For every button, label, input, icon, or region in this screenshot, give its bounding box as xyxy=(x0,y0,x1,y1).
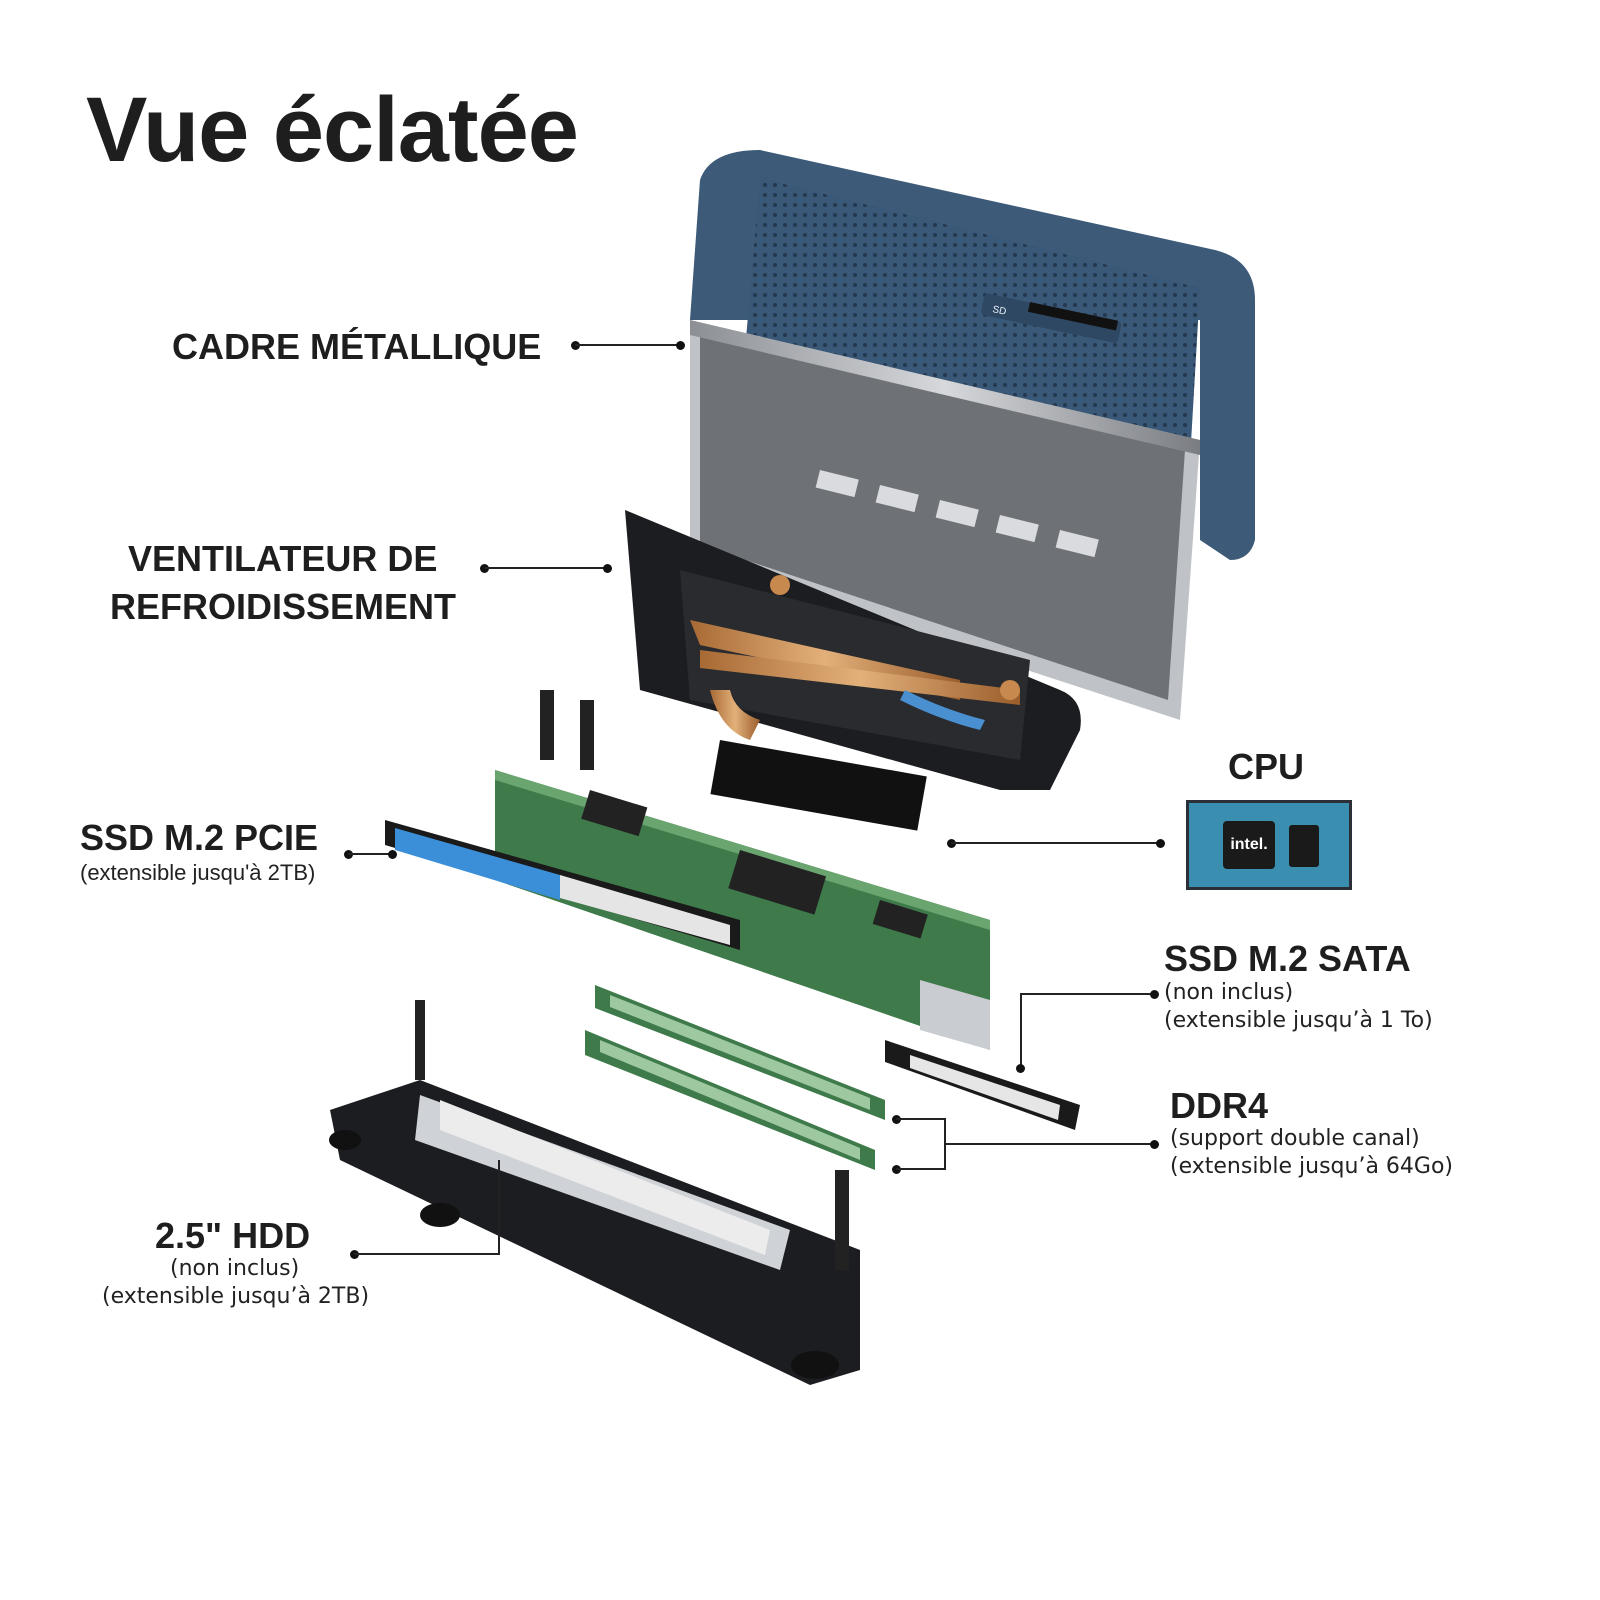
callout-dot xyxy=(1016,1064,1025,1073)
callout-line xyxy=(1020,993,1154,995)
ssd-pcie-module xyxy=(385,820,740,950)
metal-case: SD xyxy=(690,150,1255,720)
callout-line xyxy=(896,1118,946,1120)
callout-cpu-label: CPU xyxy=(1228,746,1305,787)
callout-dot xyxy=(603,564,612,573)
callout-line xyxy=(1020,993,1022,1068)
callout-dot xyxy=(388,850,397,859)
callout-dot xyxy=(1150,990,1159,999)
cpu-die-secondary xyxy=(1289,825,1319,867)
callout-ddr4-label: DDR4 xyxy=(1170,1085,1269,1126)
sd-slot-icon: SD xyxy=(991,304,1007,318)
callout-line xyxy=(944,1143,1154,1145)
callout-ssd-sata-note-2: (extensible jusqu’à 1 To) xyxy=(1164,1008,1433,1033)
page-title: Vue éclatée xyxy=(86,79,579,181)
callout-ddr4-note-2: (extensible jusqu’à 64Go) xyxy=(1170,1154,1454,1179)
callout-ssd-pcie-note: (extensible jusqu'à 2TB) xyxy=(80,860,316,885)
callout-line xyxy=(354,1253,500,1255)
callout-fan-label-1: VENTILATEUR DE xyxy=(128,538,438,579)
callout-ssd-sata-label: SSD M.2 SATA xyxy=(1164,938,1411,979)
intel-logo: intel. xyxy=(1230,836,1268,853)
callout-frame-label: CADRE MÉTALLIQUE xyxy=(172,326,542,367)
bottom-plate-hdd xyxy=(329,1000,860,1385)
callout-fan-label-2: REFROIDISSEMENT xyxy=(110,586,457,627)
ddr4-modules xyxy=(585,985,885,1170)
callout-line xyxy=(348,853,392,855)
callout-line xyxy=(575,344,680,346)
callout-ssd-sata-note-1: (non inclus) xyxy=(1164,980,1294,1005)
cpu-die-main: intel. xyxy=(1223,821,1275,869)
callout-line xyxy=(498,1160,500,1255)
callout-ddr4-note-1: (support double canal) xyxy=(1170,1126,1420,1151)
callout-line xyxy=(896,1168,946,1170)
cooling-fan xyxy=(625,510,1081,831)
callout-line xyxy=(484,567,608,569)
callout-ssd-pcie-label: SSD M.2 PCIE xyxy=(80,817,319,858)
callout-hdd-note-2: (extensible jusqu’à 2TB) xyxy=(102,1284,370,1309)
callout-hdd-note-1: (non inclus) xyxy=(170,1256,300,1281)
callout-dot xyxy=(1156,839,1165,848)
callout-hdd-label: 2.5" HDD xyxy=(155,1215,311,1256)
ssd-sata-module xyxy=(885,1040,1080,1130)
callout-dot xyxy=(676,341,685,350)
cpu-chip-image: intel. xyxy=(1186,800,1352,890)
callout-line xyxy=(951,842,1161,844)
callout-dot xyxy=(1150,1140,1159,1149)
motherboard xyxy=(495,690,990,1050)
